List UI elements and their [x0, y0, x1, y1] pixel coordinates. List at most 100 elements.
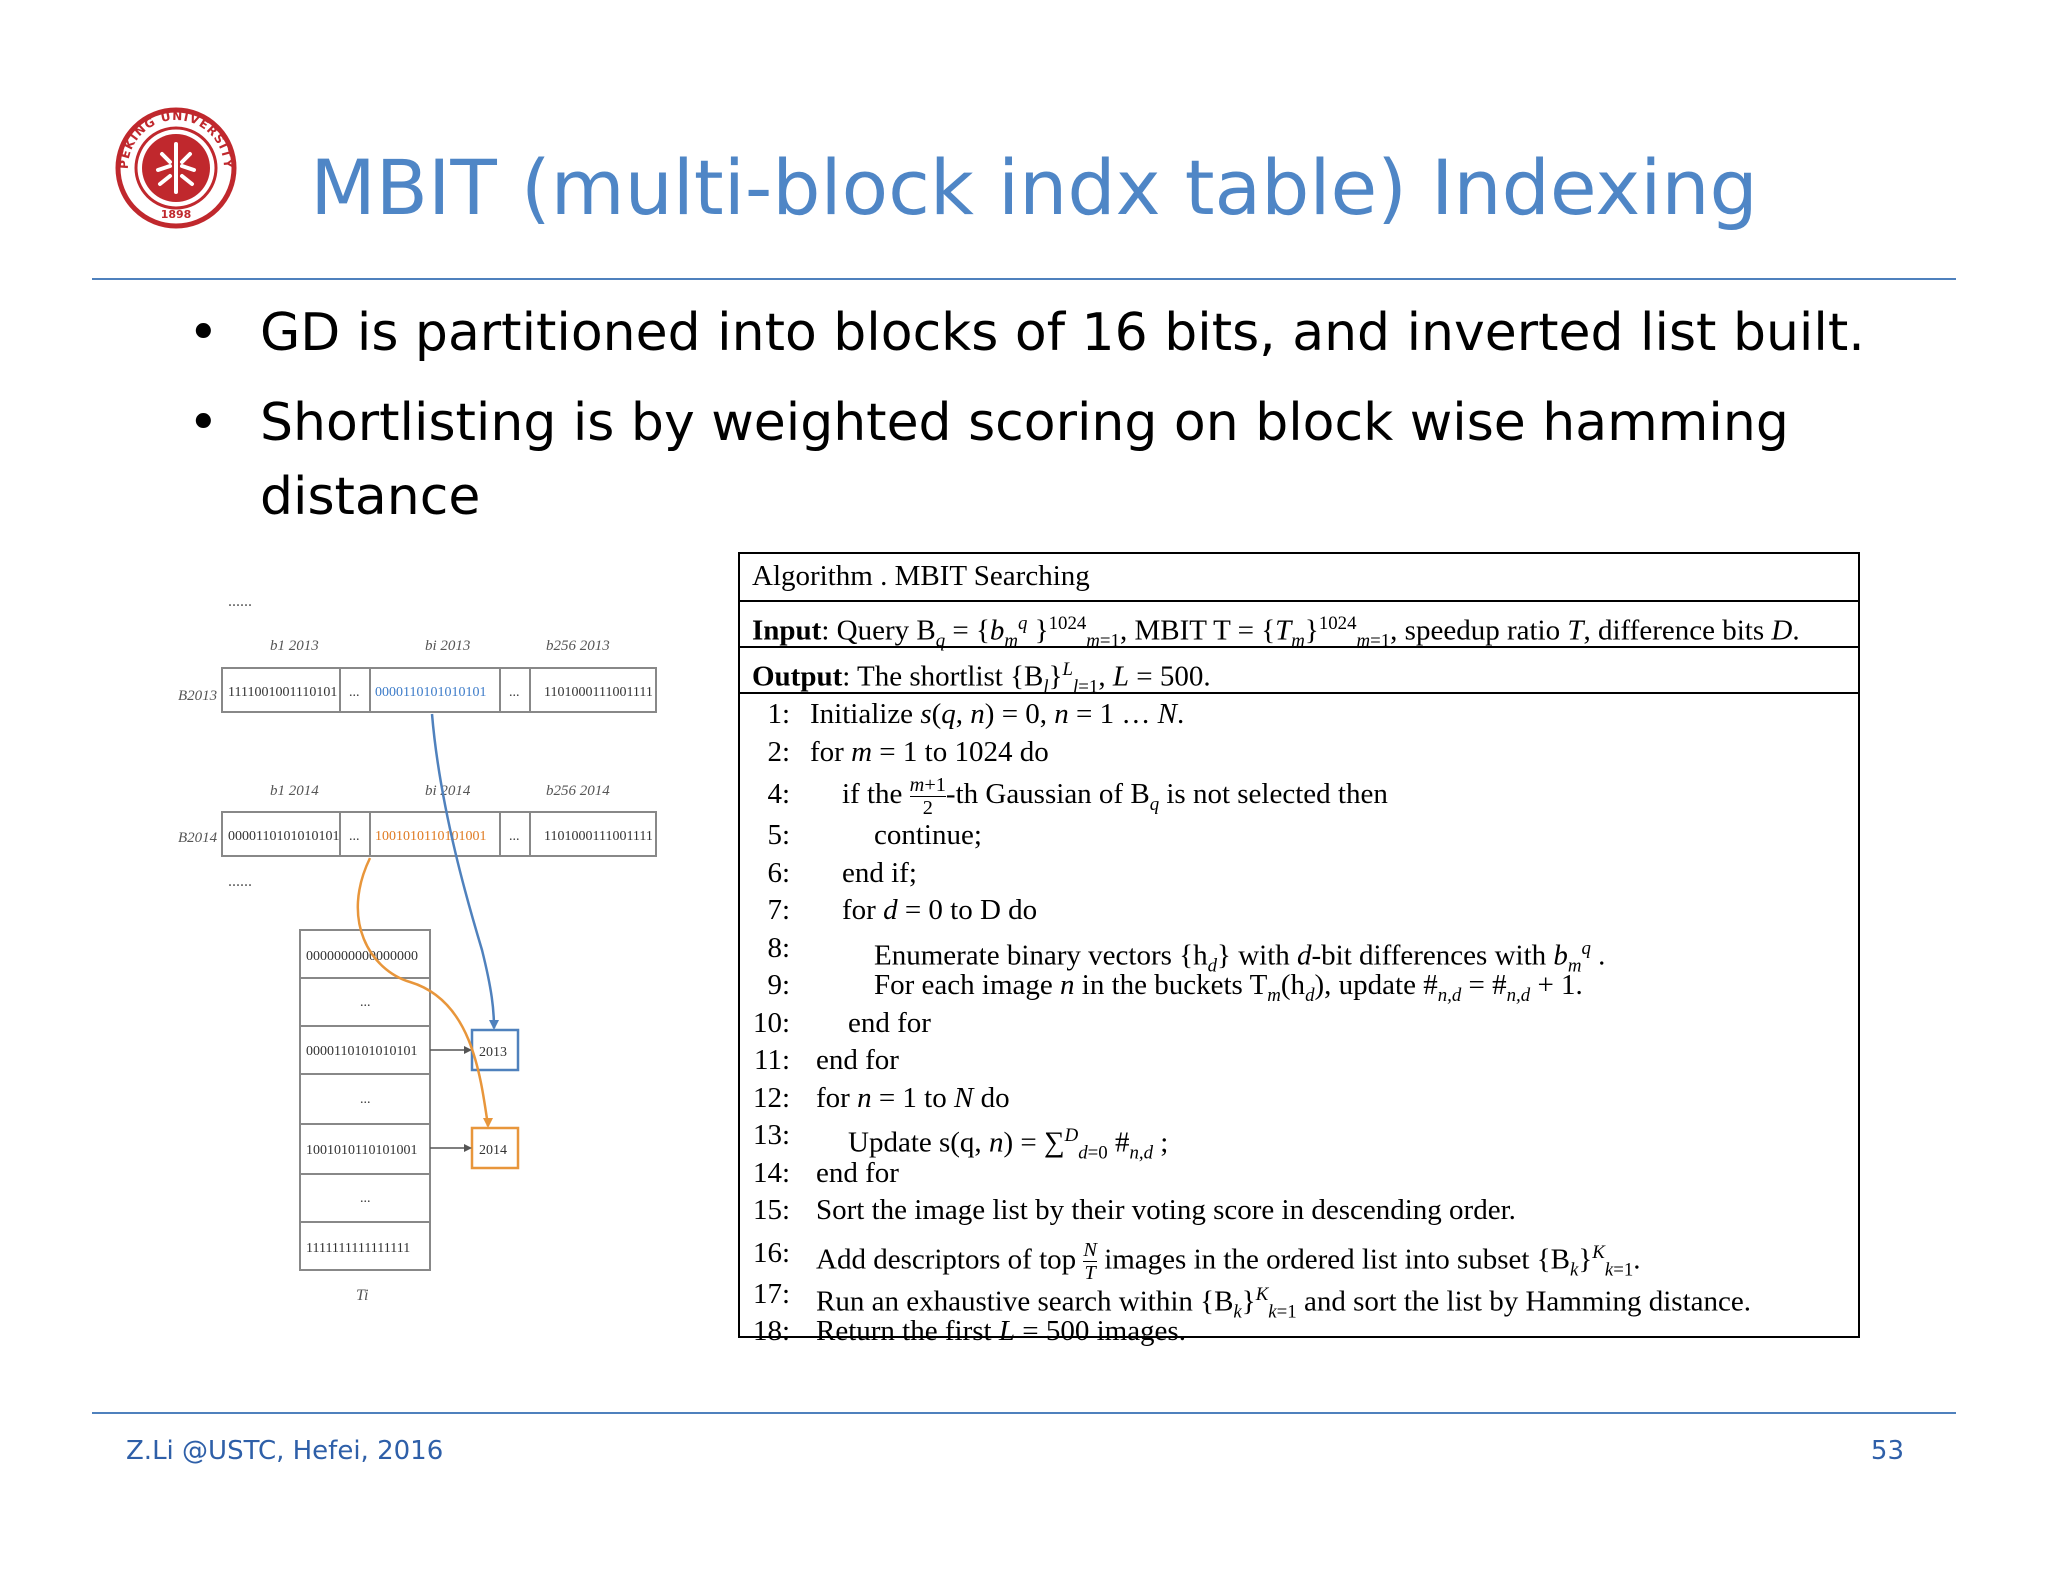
line-number: 5:: [767, 819, 790, 851]
ti-cell-7: 1111111111111111: [306, 1241, 410, 1256]
line-number: 13:: [752, 1119, 790, 1151]
algo-line: 9: For each image n in the buckets Tm(hd)…: [740, 967, 1858, 1006]
line-text: Enumerate binary vectors {hd} with d-bit…: [874, 937, 1606, 976]
header-b256-2014: b256 2014: [546, 783, 610, 799]
footer-author: Z.Li @USTC, Hefei, 2016: [126, 1436, 444, 1466]
peking-university-logo: PEKING UNIVERSITY 1898: [114, 106, 238, 230]
bullet-list: • GD is partitioned into blocks of 16 bit…: [180, 296, 1880, 550]
mbit-index-figure: ...... b1 2013 bi 2013 b256 2013 B2013 1…: [170, 590, 670, 1320]
input-label: Input: [752, 614, 822, 647]
row-label-2013: B2013: [178, 688, 217, 704]
cell-2014-1: 0000110101010101: [228, 829, 339, 844]
blue-link-path: [430, 713, 496, 1029]
line-text: Sort the image list by their voting scor…: [816, 1194, 1516, 1226]
ti-label: Ti: [356, 1287, 368, 1304]
line-number: 8:: [767, 931, 790, 964]
bullet-dot-icon: •: [188, 393, 219, 453]
algo-line: 7: for d = 0 to D do: [740, 892, 1858, 930]
bucket-2013-box: [470, 1028, 520, 1072]
line-text: for d = 0 to D do: [842, 894, 1038, 926]
algorithm-output: Output: The shortlist {Bl}Ll=1, L = 500.: [740, 648, 1858, 697]
figure-dots-bottom: ......: [228, 873, 252, 890]
header-bi-2013: bi 2013: [425, 638, 470, 654]
logo-year: 1898: [161, 208, 192, 221]
ti-cell-6: ...: [360, 1191, 371, 1206]
line-number: 10:: [752, 1006, 790, 1039]
algo-line: 18: Return the first L = 500 images.: [740, 1313, 1858, 1351]
bullet-dot-icon: •: [188, 303, 219, 363]
line-text: for n = 1 to N do: [816, 1081, 1010, 1114]
algorithm-lines: 1: Initialize s(q, n) = 0, n = 1 … N. 2: f…: [740, 694, 1858, 1351]
algo-line: 11: end for: [740, 1042, 1858, 1080]
ti-cell-4: ...: [360, 1092, 371, 1107]
bucket-2013-label: 2013: [479, 1045, 507, 1060]
line-number: 1:: [767, 698, 790, 730]
figure-dots-top: ......: [228, 593, 252, 610]
line-number: 15:: [752, 1194, 790, 1226]
line-number: 18:: [752, 1315, 790, 1347]
header-b1-2014: b1 2014: [270, 783, 319, 799]
line-number: 9:: [767, 969, 790, 1001]
algo-line: 5: continue;: [740, 817, 1858, 855]
bullet-item: • Shortlisting is by weighted scoring on …: [180, 386, 1820, 534]
line-number: 4:: [767, 778, 790, 810]
line-text: for m = 1 to 1024 do: [810, 735, 1049, 768]
line-number: 11:: [754, 1044, 790, 1076]
algo-line: 12:for n = 1 to N do: [740, 1080, 1858, 1118]
line-text: Initialize s(q, n) = 0, n = 1 … N.: [810, 698, 1185, 730]
line-text: Update s(q, n) = ∑Dd=0 #n,d ;: [848, 1125, 1169, 1164]
line-number: 16:: [752, 1236, 790, 1269]
algo-line: 2: for m = 1 to 1024 do: [740, 734, 1858, 772]
algo-line: 1: Initialize s(q, n) = 0, n = 1 … N.: [740, 696, 1858, 734]
line-text: For each image n in the buckets Tm(hd), …: [874, 969, 1583, 1006]
ti-cell-3: 0000110101010101: [306, 1044, 417, 1059]
algo-line: 10: end for: [740, 1005, 1858, 1043]
line-text: end for: [816, 1156, 899, 1189]
header-bi-2014: bi 2014: [425, 783, 471, 799]
cell-2014-2: ...: [349, 829, 360, 844]
header-b1-2013: b1 2013: [270, 638, 319, 654]
cell-2014-3: 1001010110101001: [375, 829, 486, 844]
ti-cell-1: 0000000000000000: [306, 949, 418, 964]
algo-line: 13: Update s(q, n) = ∑Dd=0 #n,d ;: [740, 1117, 1858, 1163]
bullet-item: • GD is partitioned into blocks of 16 bit…: [180, 296, 1880, 370]
header-b256-2013: b256 2013: [546, 638, 610, 654]
line-number: 17:: [752, 1277, 790, 1310]
line-text: Return the first L = 500 images.: [816, 1315, 1186, 1347]
page-number: 53: [1870, 1436, 1904, 1466]
bullet-text: Shortlisting is by weighted scoring on b…: [260, 393, 1789, 527]
slide-title: MBIT (multi-block indx table) Indexing: [310, 143, 1758, 232]
cell-2013-3: 0000110101010101: [375, 685, 486, 700]
output-label: Output: [752, 660, 843, 693]
line-text: Run an exhaustive search within {Bk}Kk=1…: [816, 1283, 1751, 1322]
cell-2013-5: 1101000111001111: [544, 685, 653, 700]
line-number: 7:: [767, 894, 790, 926]
orange-link-path: [356, 857, 490, 1127]
line-text: end for: [816, 1044, 899, 1076]
algo-line: 6:end if;: [740, 855, 1858, 893]
algorithm-input: Input: Query Bq = {bmq }1024m=1, MBIT T …: [740, 602, 1858, 651]
line-number: 2:: [767, 735, 790, 768]
ti-cell-5: 1001010110101001: [306, 1143, 417, 1158]
line-text: continue;: [874, 819, 982, 851]
bucket-2014-label: 2014: [479, 1143, 507, 1158]
line-text: end if;: [842, 856, 917, 889]
algorithm-box: Algorithm . MBIT Searching Input: Query …: [738, 552, 1860, 1347]
bullet-text: GD is partitioned into blocks of 16 bits…: [260, 303, 1865, 363]
algo-line: 17: Run an exhaustive search within {Bk}K…: [740, 1276, 1858, 1322]
algo-line: 8: Enumerate binary vectors {hd} with d-b…: [740, 930, 1858, 976]
row-label-2014: B2014: [178, 830, 218, 846]
line-text: end for: [848, 1006, 931, 1039]
cell-2013-1: 1111001001110101: [228, 685, 337, 700]
ti-cell-2: ...: [360, 995, 371, 1010]
cell-2013-4: ...: [509, 685, 520, 700]
cell-2014-5: 1101000111001111: [544, 829, 653, 844]
cell-2013-2: ...: [349, 685, 360, 700]
line-number: 14:: [752, 1156, 790, 1189]
cell-2014-4: ...: [509, 829, 520, 844]
title-divider: [92, 278, 1956, 280]
